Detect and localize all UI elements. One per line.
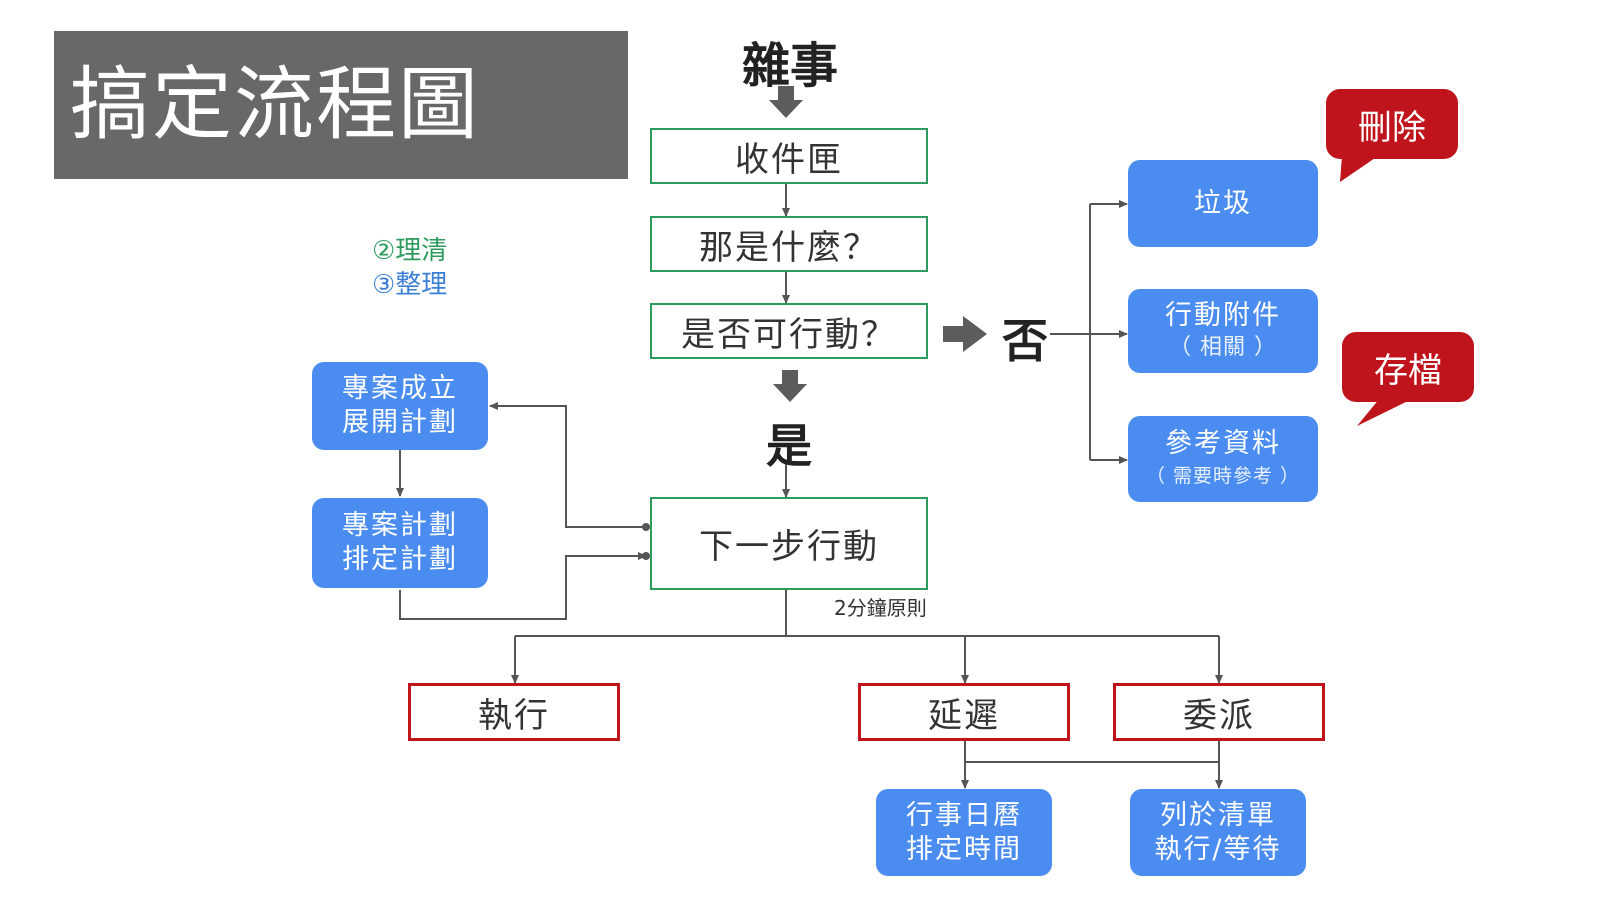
delegate-box: 委派 <box>1113 683 1325 741</box>
do-box: 執行 <box>408 683 620 741</box>
lists-box: 列於清單 執行/等待 <box>1130 789 1306 876</box>
delete-tag: 刪除 <box>1326 89 1458 159</box>
support-line1: 行動附件 <box>1165 300 1281 331</box>
reference-line2: （ 需要時參考 ） <box>1145 465 1301 487</box>
no-label: 否 <box>1002 314 1048 368</box>
project-create-line1: 專案成立 <box>342 373 458 404</box>
big-down-arrow-icon <box>773 370 807 402</box>
delete-tag-tail <box>1340 156 1378 182</box>
what-is-it-box: 那是什麼？ <box>650 216 928 272</box>
inbox-box: 收件匣 <box>650 128 928 184</box>
actionable-box: 是否可行動？ <box>650 303 928 359</box>
legend-organize: ③整理 <box>372 270 448 300</box>
project-create-line2: 展開計劃 <box>342 407 458 438</box>
stuff-label: 雜事 <box>742 38 839 94</box>
reference-box: 參考資料 （ 需要時參考 ） <box>1128 416 1318 502</box>
yes-label: 是 <box>766 419 812 473</box>
trash-label: 垃圾 <box>1194 187 1252 219</box>
big-right-arrow-icon <box>943 316 987 352</box>
project-plan-line2: 排定計劃 <box>342 544 458 575</box>
page-title: 搞定流程圖 <box>54 31 628 179</box>
project-plan-box: 專案計劃 排定計劃 <box>312 498 488 588</box>
defer-box: 延遲 <box>858 683 1070 741</box>
lists-line2: 執行/等待 <box>1154 833 1282 865</box>
calendar-line1: 行事日曆 <box>906 799 1022 831</box>
archive-tag-tail <box>1357 398 1414 426</box>
calendar-line2: 排定時間 <box>906 833 1022 865</box>
support-line2: （ 相關 ） <box>1169 335 1277 360</box>
legend-clarify: ②理清 <box>372 236 448 266</box>
two-minute-rule-note: 2分鐘原則 <box>834 596 927 620</box>
archive-tag: 存檔 <box>1342 332 1474 402</box>
reference-line1: 參考資料 <box>1165 428 1281 459</box>
lists-line1: 列於清單 <box>1160 799 1276 831</box>
project-plan-line1: 專案計劃 <box>342 510 458 541</box>
support-material-box: 行動附件 （ 相關 ） <box>1128 289 1318 373</box>
project-create-box: 專案成立 展開計劃 <box>312 362 488 450</box>
calendar-box: 行事日曆 排定時間 <box>876 789 1052 876</box>
big-down-arrow-icon <box>769 86 803 118</box>
trash-box: 垃圾 <box>1128 160 1318 247</box>
next-action-box: 下一步行動 <box>650 497 928 590</box>
